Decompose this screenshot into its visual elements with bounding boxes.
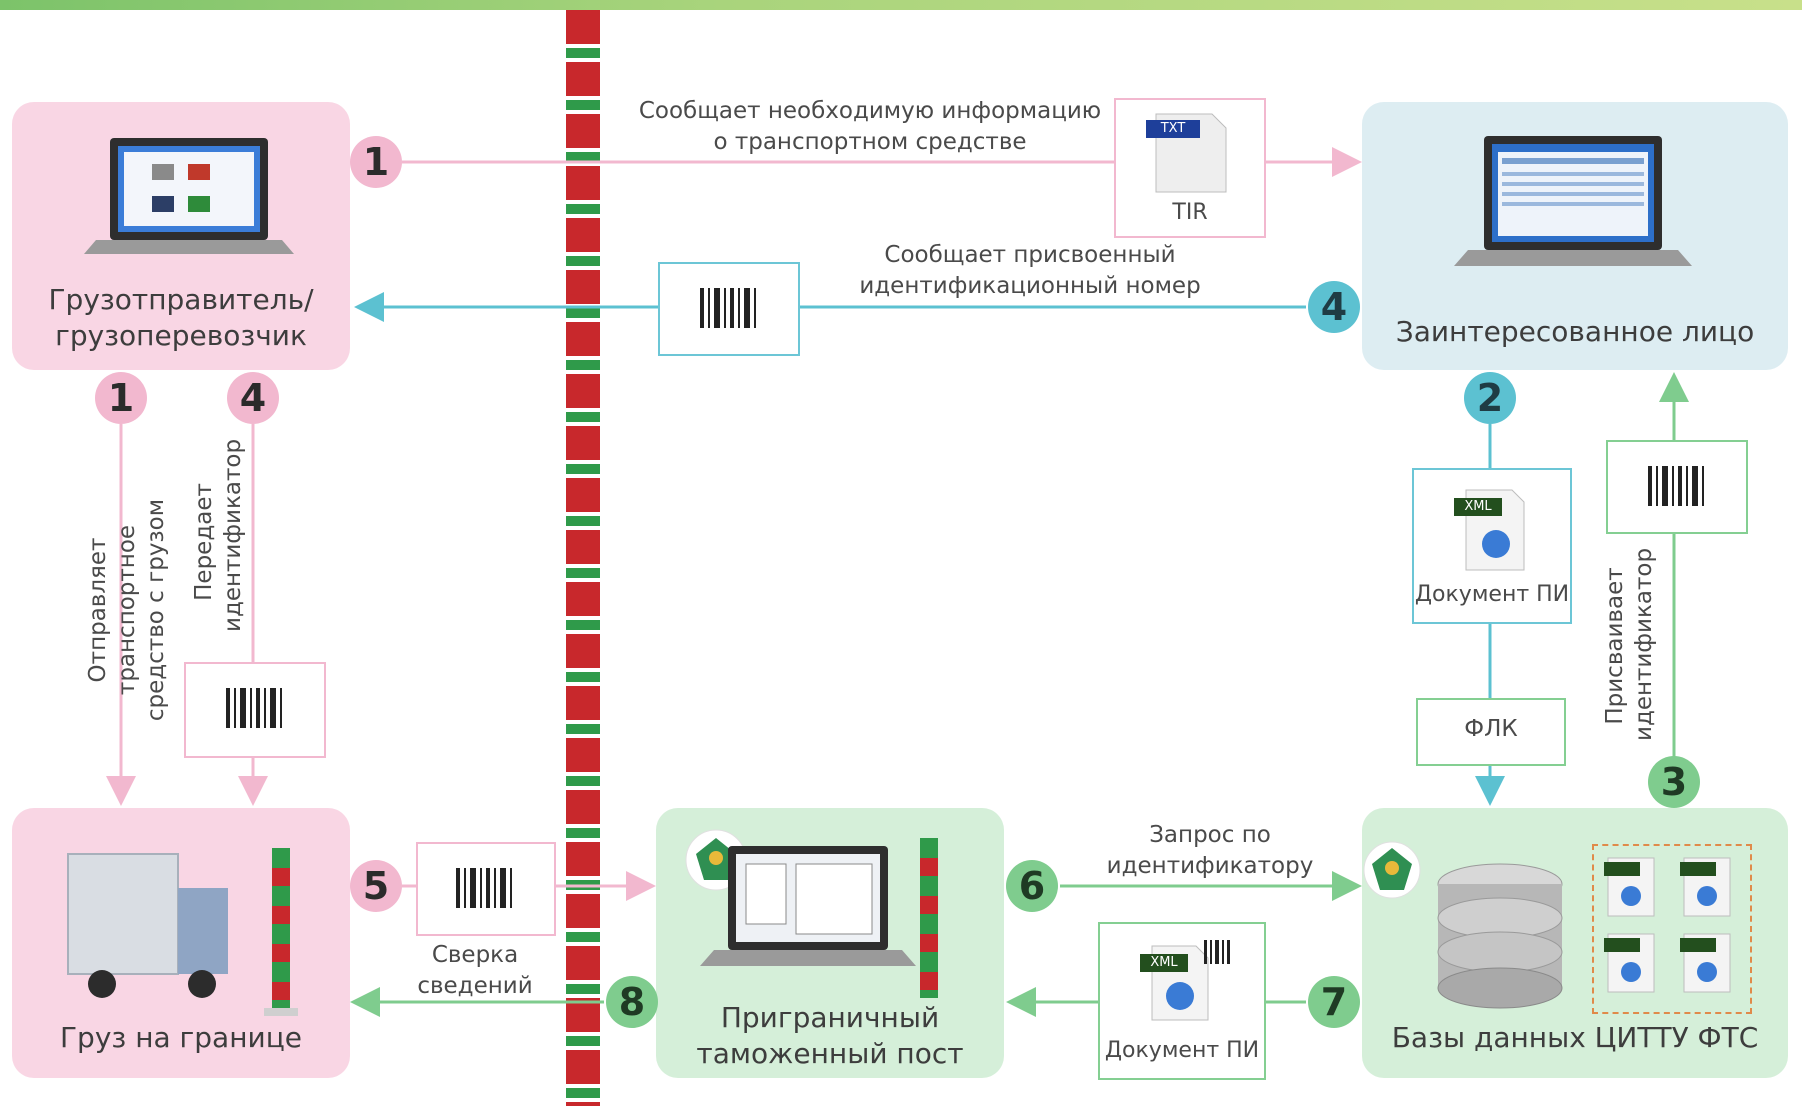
node-cargo-label: Груз на границе xyxy=(59,1021,302,1054)
doc-pi-label-1: Документ ПИ xyxy=(1414,582,1570,607)
txt-badge: TXT xyxy=(1160,121,1186,136)
xml-badge: XML xyxy=(1464,499,1492,514)
border-post-icon xyxy=(920,838,938,998)
step-5-circle: 5 xyxy=(350,860,402,912)
truck-icon xyxy=(67,853,228,998)
state-border-line xyxy=(566,10,600,1106)
node-interested-label: Заинтересованное лицо xyxy=(1395,315,1755,348)
barcode-frame-pass-id xyxy=(184,662,326,758)
step-7-circle: 7 xyxy=(1308,976,1360,1028)
step-2-circle: 2 xyxy=(1464,372,1516,424)
barcode-icon xyxy=(456,868,512,908)
top-accent-bar xyxy=(0,0,1802,10)
step-1-left-circle: 1 xyxy=(95,372,147,424)
message-pass-id: Передает идентификатор xyxy=(191,438,246,632)
message-request: Запрос по идентификатору xyxy=(1106,822,1314,879)
xml-file-icon xyxy=(1140,940,1230,1021)
border-post-icon xyxy=(264,848,298,1016)
barcode-frame-step-4 xyxy=(658,262,800,356)
node-shipper xyxy=(12,102,350,370)
database-icon xyxy=(1437,863,1563,1009)
message-step-4: Сообщает присвоенный идентификационный н… xyxy=(859,242,1201,299)
laptop-icon xyxy=(84,138,294,254)
txt-file-icon xyxy=(1146,113,1227,193)
step-1-circle: 1 xyxy=(350,136,402,188)
message-assign-id: Присваивает идентификатор xyxy=(1602,547,1657,741)
doc-pi-frame-2: XML Документ ПИ xyxy=(1098,922,1266,1080)
tir-document: TXT TIR xyxy=(1114,98,1266,238)
step-8-circle: 8 xyxy=(606,976,658,1028)
xml-file-icon xyxy=(1454,489,1525,571)
node-database xyxy=(1362,808,1788,1078)
step-4-left-circle: 4 xyxy=(227,372,279,424)
node-border-post xyxy=(656,808,1004,1078)
node-cargo xyxy=(12,808,350,1078)
node-shipper-label: Грузотправитель/ грузоперевозчик xyxy=(48,283,314,352)
xml-file-icon xyxy=(1604,857,1731,993)
tir-label: TIR xyxy=(1172,200,1208,225)
barcode-frame-assign-id xyxy=(1606,440,1748,534)
customs-emblem-icon xyxy=(1363,841,1421,899)
doc-pi-label-2: Документ ПИ xyxy=(1104,1038,1260,1063)
flk-label: ФЛК xyxy=(1464,716,1518,742)
barcode-icon xyxy=(1648,466,1704,506)
flk-box: ФЛК xyxy=(1416,698,1566,766)
message-step-1: Сообщает необходимую информацию о трансп… xyxy=(638,98,1102,155)
step-6-circle: 6 xyxy=(1006,860,1058,912)
node-border-post-label: Приграничный таможенный пост xyxy=(696,1001,964,1070)
laptop-icon xyxy=(1454,136,1692,266)
message-check: Сверка сведений xyxy=(417,942,533,999)
node-database-label: Базы данных ЦИТТУ ФТС xyxy=(1391,1021,1759,1054)
laptop-icon xyxy=(700,846,916,966)
barcode-frame-step-5 xyxy=(416,842,556,936)
xml-files-group xyxy=(1592,844,1752,1014)
doc-pi-frame-1: XML Документ ПИ xyxy=(1412,468,1572,624)
xml-badge: XML xyxy=(1150,955,1178,970)
message-send-cargo: Отправляет транспортное средство с грузо… xyxy=(85,498,169,722)
step-4-circle: 4 xyxy=(1308,281,1360,333)
node-interested xyxy=(1362,102,1788,370)
barcode-icon xyxy=(700,288,756,328)
barcode-icon xyxy=(226,688,282,728)
step-3-circle: 3 xyxy=(1648,756,1700,808)
